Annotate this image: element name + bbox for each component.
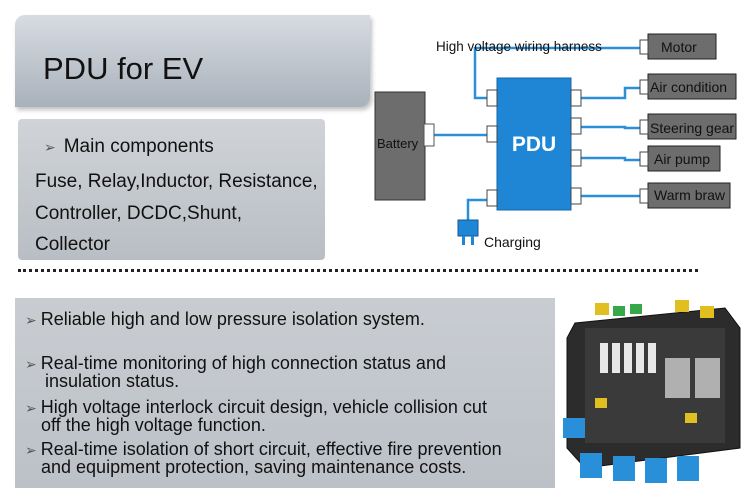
battery-terminal <box>423 123 435 147</box>
output-terminals <box>639 39 649 204</box>
harness-label: High voltage wiring harness <box>436 39 602 54</box>
battery-label: Battery <box>377 136 419 151</box>
airpump-label: Air pump <box>654 151 710 167</box>
components-heading: ➢ Main components <box>44 136 214 158</box>
motor-label: Motor <box>661 39 697 55</box>
components-heading-text: Main components <box>63 136 214 157</box>
pdu-box-photo <box>555 298 745 493</box>
pdu-label: PDU <box>512 133 556 156</box>
pdu-box <box>496 77 572 211</box>
feature-text: off the high voltage function. <box>41 415 266 435</box>
components-line: Collector <box>35 234 110 255</box>
feature-item: ➢Reliable high and low pressure isolatio… <box>25 309 425 329</box>
pdu-wiring-diagram: Battery PDU Motor Air condition Steering… <box>374 33 737 250</box>
components-panel: ➢ Main components Fuse, Relay,Inductor, R… <box>18 119 325 260</box>
motor-box <box>647 33 717 60</box>
steering-box <box>647 113 737 140</box>
steering-wire <box>580 125 640 130</box>
arrow-bullet-icon: ➢ <box>25 442 37 458</box>
aircon-label: Air condition <box>650 79 727 95</box>
airpump-wire <box>580 156 640 162</box>
page-title: PDU for EV <box>43 51 204 86</box>
feature-item: ➢Real-time isolation of short circuit, e… <box>25 439 502 477</box>
arrow-bullet-icon: ➢ <box>25 400 37 416</box>
components-line: Controller, DCDC,Shunt, <box>35 203 242 224</box>
airpump-box <box>647 145 721 172</box>
features-panel: ➢Reliable high and low pressure isolatio… <box>15 298 555 488</box>
motor-wire <box>473 46 640 100</box>
arrow-bullet-icon: ➢ <box>25 356 37 372</box>
wires <box>432 46 640 220</box>
arrow-bullet-icon: ➢ <box>44 139 56 155</box>
feature-text: insulation status. <box>45 371 180 391</box>
charging-label: Charging <box>484 234 541 250</box>
feature-text: Reliable high and low pressure isolation… <box>40 309 425 329</box>
feature-item: ➢Real-time monitoring of high connection… <box>25 353 446 391</box>
arrow-bullet-icon: ➢ <box>25 312 37 328</box>
title-panel: PDU for EV <box>15 15 370 107</box>
warmbraw-box <box>647 182 731 209</box>
charging-plug-icon <box>457 219 479 245</box>
aircon-wire <box>580 86 640 100</box>
feature-text: Real-time isolation of short circuit, ef… <box>40 439 502 459</box>
feature-text: High voltage interlock circuit design, v… <box>40 397 487 417</box>
steering-label: Steering gear <box>650 120 734 136</box>
divider <box>18 269 698 272</box>
feature-text: and equipment protection, saving mainten… <box>41 457 467 477</box>
warmbraw-label: Warm braw <box>654 187 726 203</box>
feature-text: Real-time monitoring of high connection … <box>40 353 446 373</box>
pdu-terminals <box>486 89 582 207</box>
charging-wire <box>466 198 488 220</box>
components-line: Fuse, Relay,Inductor, Resistance, <box>35 171 318 192</box>
aircon-box <box>647 73 737 100</box>
battery-box <box>374 91 426 201</box>
feature-item: ➢High voltage interlock circuit design, … <box>25 397 487 435</box>
output-boxes <box>647 33 737 209</box>
